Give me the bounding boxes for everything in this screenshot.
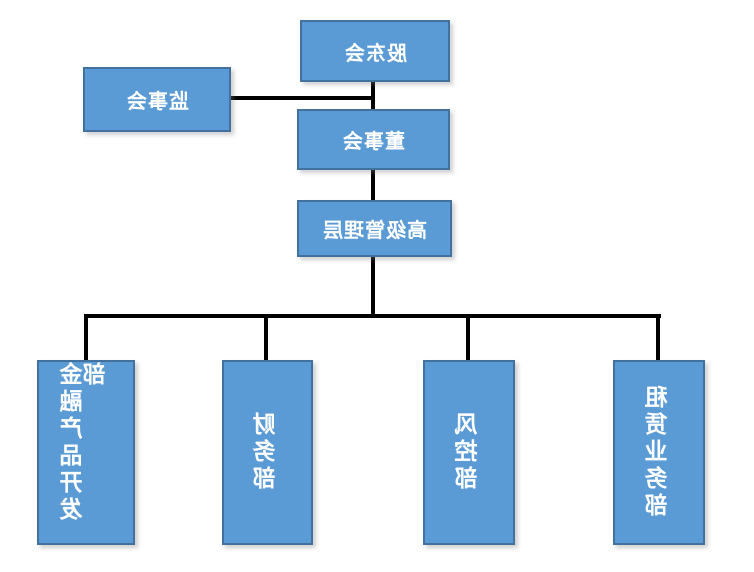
node-financial-product-dept: 金融产品开发部 <box>37 360 135 545</box>
connector-drop-finance <box>264 314 268 361</box>
connector-drop-risk-control <box>466 314 470 361</box>
node-risk-control-dept: 风控部 <box>423 360 515 545</box>
node-shareholders-label: 股东会 <box>343 40 407 65</box>
node-senior-management-label: 高级管理层 <box>322 218 427 242</box>
node-financial-product-dept-label: 金融产品开发部 <box>61 362 110 524</box>
node-shareholders: 股东会 <box>300 20 450 82</box>
node-supervisors-label: 监事会 <box>125 89 189 113</box>
node-leasing-business-dept: 租赁业务部 <box>613 360 705 545</box>
node-leasing-business-dept-label: 租赁业务部 <box>645 385 672 520</box>
node-directors-label: 董事会 <box>342 129 405 153</box>
node-supervisors: 监事会 <box>83 67 231 132</box>
connector-directors-senior <box>371 168 375 202</box>
connector-department-bus <box>84 314 661 318</box>
connector-shareholders-directors <box>371 80 375 111</box>
connector-supervisors-branch <box>229 96 375 100</box>
connector-drop-leasing-business <box>656 314 660 361</box>
node-risk-control-dept-label: 风控部 <box>455 412 482 493</box>
connector-drop-financial-product <box>84 314 88 361</box>
node-directors: 董事会 <box>297 109 450 170</box>
connector-senior-bus <box>371 255 375 318</box>
node-finance-dept: 财务部 <box>222 360 313 545</box>
node-finance-dept-label: 财务部 <box>254 412 280 493</box>
node-senior-management: 高级管理层 <box>297 200 452 257</box>
